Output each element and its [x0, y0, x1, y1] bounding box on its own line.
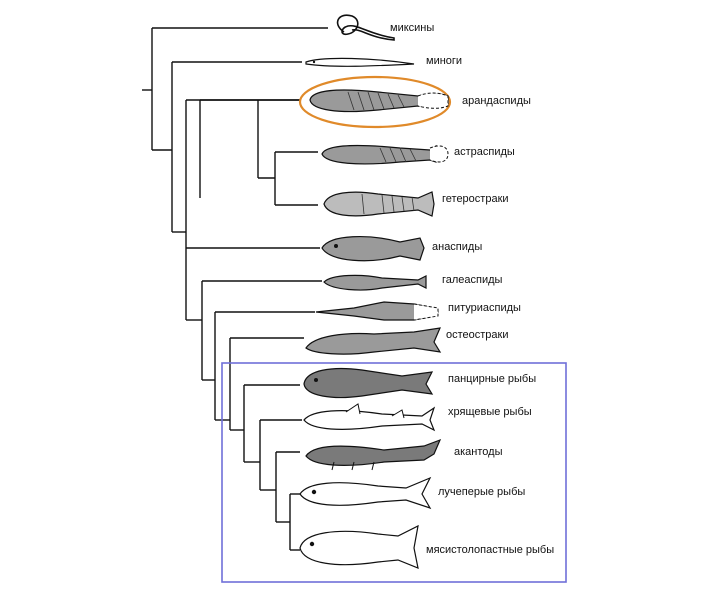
taxon-label-ray-finned-fish: лучеперые рыбы: [438, 486, 526, 498]
placoderm-icon: [303, 367, 434, 399]
taxon-label-osteostracans: остеостраки: [446, 329, 509, 341]
taxon-label-hagfish: миксины: [390, 22, 435, 34]
taxon-label-lobe-finned-fish: мясистолопастные рыбы: [426, 544, 555, 556]
taxon-label-cartilaginous-fish: хрящевые рыбы: [448, 406, 532, 418]
heterostracan-icon: [323, 191, 435, 217]
osteostracan-icon: [305, 327, 442, 355]
jawed-vertebrates-highlight-box: [221, 362, 567, 583]
cladogram-branches: [142, 27, 328, 551]
taxon-label-astraspids: астраспиды: [454, 146, 515, 158]
astraspid-icon: [321, 144, 449, 165]
galeaspid-icon: [323, 274, 427, 291]
coelacanth-icon: [299, 524, 419, 569]
taxon-label-heterostracans: гетеростраки: [442, 193, 509, 205]
arandaspid-highlight-ellipse: [298, 75, 452, 129]
ray-finned-fish-icon: [299, 476, 432, 510]
pituriaspid-icon: [315, 301, 439, 321]
taxon-label-galeaspids: галеаспиды: [442, 274, 503, 286]
taxon-label-lamprey: миноги: [426, 55, 463, 67]
lamprey-icon: [305, 57, 415, 67]
anaspid-icon: [321, 236, 425, 262]
taxon-label-arandaspids: арандаспиды: [462, 95, 531, 107]
arandaspid-icon: [309, 89, 449, 113]
shark-icon: [303, 403, 436, 432]
taxon-label-pituriaspids: питуриаспиды: [448, 302, 521, 314]
taxon-label-anaspids: анаспиды: [432, 241, 483, 253]
hagfish-icon: [336, 14, 395, 41]
taxon-label-acanthodians: акантоды: [454, 446, 503, 458]
acanthodian-icon: [305, 438, 442, 471]
taxon-label-placoderms: панцирные рыбы: [448, 373, 537, 385]
